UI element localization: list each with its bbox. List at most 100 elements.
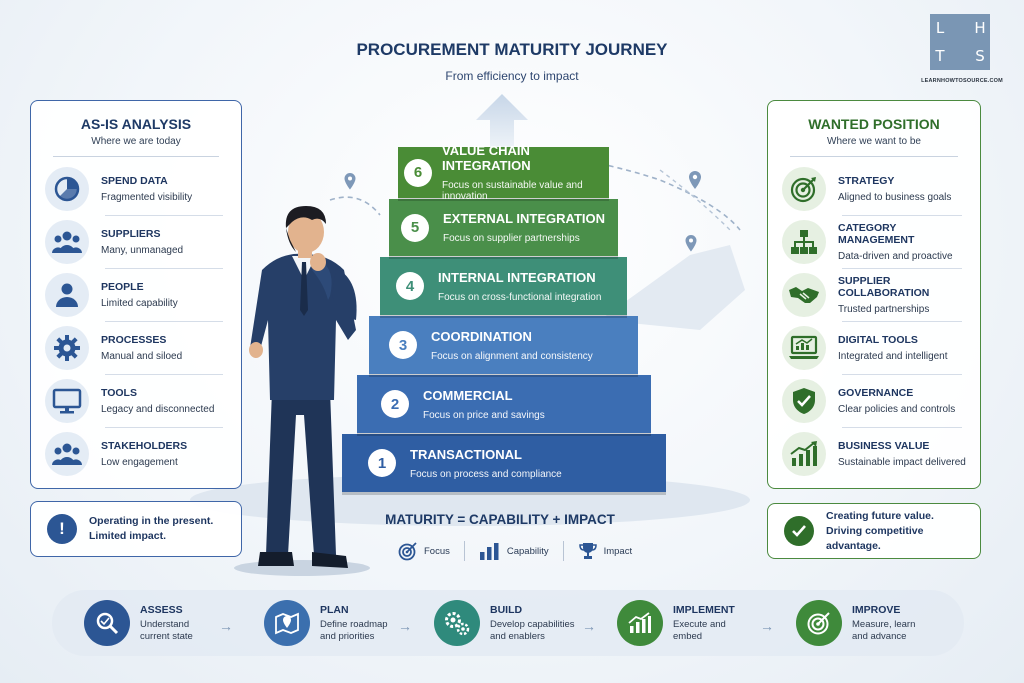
gears-icon xyxy=(434,600,480,646)
phase-assess: ASSESS Understand current state xyxy=(84,595,193,651)
item-desc: Low engagement xyxy=(101,457,178,468)
note-text: Creating future value. Driving competiti… xyxy=(826,509,934,552)
person-icon xyxy=(45,273,89,317)
logo-letter xyxy=(950,14,970,42)
phase-desc: Understand current state xyxy=(140,618,193,642)
logo-letter: S xyxy=(975,47,985,65)
legend-label: Capability xyxy=(506,545,549,557)
panel-title: WANTED POSITION xyxy=(808,116,940,132)
magnifier-icon xyxy=(84,600,130,646)
step-number: 5 xyxy=(401,213,429,242)
businessman-illustration xyxy=(234,206,370,576)
phase-label: PLAN xyxy=(320,603,349,616)
arrow-right-icon: → xyxy=(582,618,596,634)
legend-item-focus: Focus xyxy=(398,541,450,561)
item-desc: Many, unmanaged xyxy=(101,245,184,256)
list-item: SUPPLIERS Many, unmanaged xyxy=(45,216,231,269)
step-desc: Focus on cross-functional integration xyxy=(438,291,602,303)
step-name: EXTERNAL INTEGRATION xyxy=(443,211,606,226)
list-item: PEOPLE Limited capability xyxy=(45,269,231,322)
target-icon xyxy=(398,542,417,561)
list-item: STAKEHOLDERS Low engagement xyxy=(45,428,231,480)
item-label: BUSINESS VALUE xyxy=(838,440,930,452)
item-desc: Sustainable impact delivered xyxy=(838,457,966,468)
shield-check-icon xyxy=(782,379,826,423)
item-desc: Clear policies and controls xyxy=(838,404,956,415)
item-desc: Limited capability xyxy=(101,298,178,309)
divider xyxy=(105,427,223,428)
divider xyxy=(842,215,962,216)
check-icon xyxy=(784,516,814,546)
phase-label: IMPLEMENT xyxy=(673,603,735,616)
target-icon xyxy=(782,167,826,211)
handshake-icon xyxy=(782,273,826,317)
item-desc: Aligned to business goals xyxy=(838,192,952,203)
item-label: SPEND DATA xyxy=(101,175,168,187)
divider xyxy=(105,268,223,269)
bar-chart-icon xyxy=(479,543,499,560)
step-name: COMMERCIAL xyxy=(423,387,513,403)
arrow-right-icon: → xyxy=(760,618,774,634)
item-desc: Legacy and disconnected xyxy=(101,404,215,415)
divider xyxy=(562,541,564,561)
step-number: 3 xyxy=(389,331,417,359)
phase-desc: Define roadmap and priorities xyxy=(320,618,388,642)
item-label: PEOPLE xyxy=(101,281,144,293)
map-pin-icon xyxy=(264,600,310,646)
divider xyxy=(105,215,223,216)
phase-implement: IMPLEMENT Execute and embed xyxy=(617,595,735,651)
list-item: GOVERNANCE Clear policies and controls xyxy=(782,375,970,428)
pie-chart-icon xyxy=(45,167,89,211)
trophy-icon xyxy=(578,543,597,559)
divider xyxy=(463,541,465,561)
as-is-panel: AS-IS ANALYSIS Where we are today SPEND … xyxy=(30,100,242,489)
legend-label: Impact xyxy=(603,545,633,557)
phase-label: ASSESS xyxy=(140,603,183,616)
panel-subtitle: Where we are today xyxy=(91,136,181,147)
logo-letter: L xyxy=(935,19,945,37)
wanted-panel: WANTED POSITION Where we want to be STRA… xyxy=(767,100,981,489)
monitor-icon xyxy=(45,379,89,423)
logo-letter: T xyxy=(935,47,945,65)
wanted-note: Creating future value. Driving competiti… xyxy=(767,503,981,559)
logo: L H T S xyxy=(930,14,990,70)
map-pin-icon xyxy=(685,235,697,252)
step-number: 4 xyxy=(396,272,424,300)
divider xyxy=(790,156,958,157)
item-label: TOOLS xyxy=(101,387,137,399)
maturity-step-5: 5 EXTERNAL INTEGRATION Focus on supplier … xyxy=(389,199,618,256)
step-desc: Focus on supplier partnerships xyxy=(443,233,580,244)
divider xyxy=(842,427,962,428)
phase-plan: PLAN Define roadmap and priorities xyxy=(264,595,388,651)
list-item: SPEND DATA Fragmented visibility xyxy=(45,163,231,216)
divider xyxy=(105,321,223,322)
step-desc: Focus on sustainable value and innovatio… xyxy=(442,180,583,202)
item-desc: Fragmented visibility xyxy=(101,192,193,203)
item-label: GOVERNANCE xyxy=(838,387,914,399)
step-desc: Focus on price and savings xyxy=(423,409,545,421)
item-label: STAKEHOLDERS xyxy=(101,440,188,452)
gear-icon xyxy=(45,326,89,370)
phase-label: BUILD xyxy=(490,603,523,616)
growth-chart-icon xyxy=(617,600,663,646)
growth-chart-icon xyxy=(782,432,826,476)
equation-legend: Focus Capability Impact xyxy=(398,540,632,562)
item-desc: Trusted partnerships xyxy=(838,304,930,315)
phase-desc: Execute and embed xyxy=(673,618,726,642)
up-arrow-icon xyxy=(476,94,528,148)
item-label: SUPPLIERS xyxy=(101,228,161,240)
arrow-right-icon: → xyxy=(219,618,233,634)
target-icon xyxy=(796,600,842,646)
item-label: CATEGORY MANAGEMENT xyxy=(838,222,915,246)
step-name: COORDINATION xyxy=(431,328,532,344)
panel-title: AS-IS ANALYSIS xyxy=(80,116,192,132)
